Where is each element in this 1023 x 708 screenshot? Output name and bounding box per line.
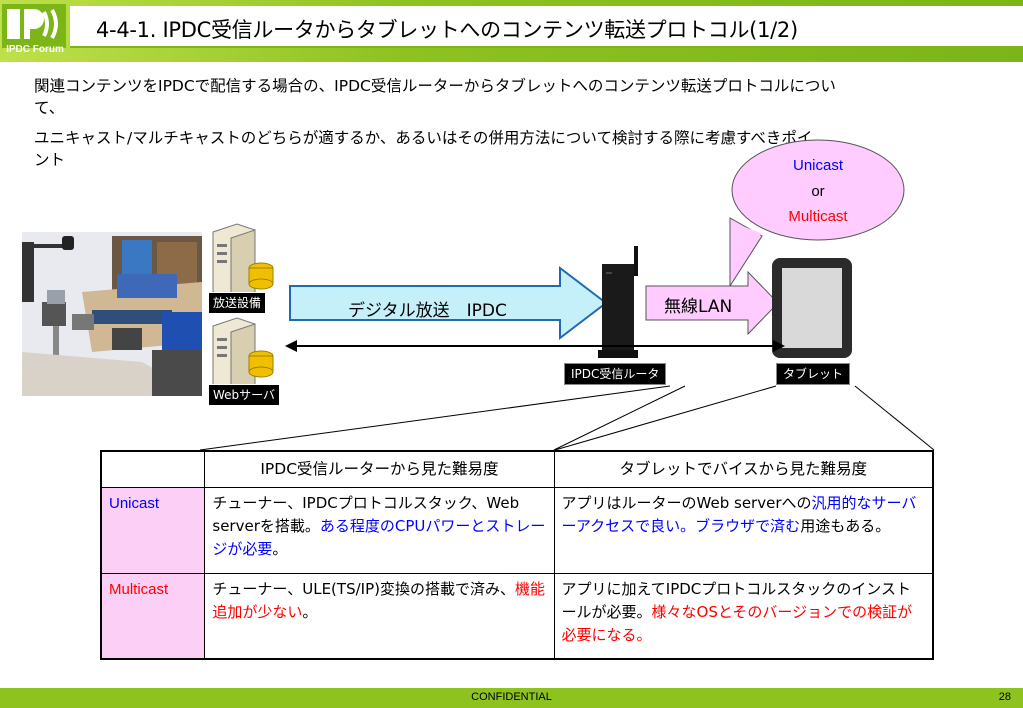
cell-highlight: 様々なOSとそのバージョンでの検証が必要になる。 (561, 602, 913, 644)
page-title: 4-4-1. IPDC受信ルータからタブレットへのコンテンツ転送プロトコル(1/… (96, 18, 798, 42)
tablet-label: タブレット (776, 363, 851, 385)
wireless-lan-label: 無線LAN (664, 297, 733, 317)
cell-multicast-tablet: アプリに加えてIPDCプロトコルスタックのインストールが必要。様々なOSとそのバ… (553, 572, 934, 660)
cell-text-end: 用途もある。 (800, 516, 891, 535)
intro-line-1: 関連コンテンツをIPDCで配信する場合の、IPDC受信ルーターからタブレットへの… (34, 77, 836, 95)
cell-unicast-tablet: アプリはルーターのWeb serverへの汎用的なサーバーアクセスで良い。ブラウ… (553, 486, 934, 574)
table-row: Multicast チューナー、ULE(TS/IP)変換の搭載で済み、機能追加が… (100, 572, 934, 660)
table-header-router: IPDC受信ルーターから見た難易度 (204, 450, 555, 488)
broadcast-studio-image (22, 232, 202, 396)
cell-unicast-router: チューナー、IPDCプロトコルスタック、Web serverを搭載。ある程度のC… (204, 486, 555, 574)
header-title-band (70, 6, 1023, 48)
table-header-empty (100, 450, 206, 488)
cell-text-end: 。 (302, 602, 318, 621)
bubble-text-group: Unicast or Multicast (732, 142, 904, 242)
broadcast-server-icon (212, 223, 274, 298)
page-number: 28 (998, 691, 1011, 703)
intro-line-2: て、 (34, 99, 65, 117)
bubble-or: or (811, 183, 825, 200)
broadcast-arrow (289, 266, 608, 340)
row-head-unicast: Unicast (100, 486, 206, 574)
logo-text: IPDC Forum (6, 44, 64, 55)
bubble-unicast: Unicast (792, 157, 844, 174)
footer-bar: CONFIDENTIAL 28 (0, 688, 1023, 708)
intro-line-3: ユニキャスト/マルチキャストのどちらが適するか、あるいはその併用方法について検討… (34, 129, 813, 147)
router-label: IPDC受信ルータ (564, 363, 667, 385)
callout-lines (200, 385, 935, 451)
cell-multicast-router: チューナー、ULE(TS/IP)変換の搭載で済み、機能追加が少ない。 (204, 572, 555, 660)
intro-line-4: ント (34, 151, 66, 169)
cell-highlight: 機能追加が少ない (212, 579, 545, 621)
difficulty-table: IPDC受信ルーターから見た難易度 タブレットでバイスから見た難易度 Unica… (100, 450, 934, 660)
table-header-row: IPDC受信ルーターから見た難易度 タブレットでバイスから見た難易度 (100, 450, 934, 488)
web-server-label: Webサーバ (208, 384, 281, 406)
table-header-tablet: タブレットでバイスから見た難易度 (553, 450, 934, 488)
bubble-multicast: Multicast (788, 208, 848, 225)
table-row: Unicast チューナー、IPDCプロトコルスタック、Web serverを搭… (100, 486, 934, 574)
ipdc-logo (2, 4, 66, 48)
cell-text: チューナー、ULE(TS/IP)変換の搭載で済み、 (212, 579, 515, 598)
broadcast-arrow-label: デジタル放送 IPDC (348, 301, 507, 321)
bidirectional-arrow (285, 340, 785, 352)
cell-text: アプリに加えてIPDCプロトコルスタックのインストールが必要。 (561, 579, 911, 621)
wireless-lan-arrow (645, 270, 779, 336)
broadcast-facility-label: 放送設備 (208, 292, 267, 314)
cell-highlight: ある程度のCPUパワーとストレージが必要 (212, 516, 546, 558)
row-head-multicast: Multicast (100, 572, 206, 660)
web-server-icon (212, 317, 274, 392)
footer-confidential: CONFIDENTIAL (471, 691, 552, 703)
cell-highlight: 汎用的なサーバーアクセスで良い。ブラウザで済む (561, 493, 917, 535)
cell-text: アプリはルーターのWeb serverへの (561, 493, 812, 512)
cell-text-end: 。 (272, 539, 288, 558)
cell-text: チューナー、IPDCプロトコルスタック、Web serverを搭載。 (212, 493, 520, 535)
header-bar: IPDC Forum 4-4-1. IPDC受信ルータからタブレットへのコンテン… (0, 0, 1023, 62)
router-icon (598, 246, 638, 358)
tablet-icon (772, 258, 852, 358)
speech-bubble (729, 139, 905, 288)
